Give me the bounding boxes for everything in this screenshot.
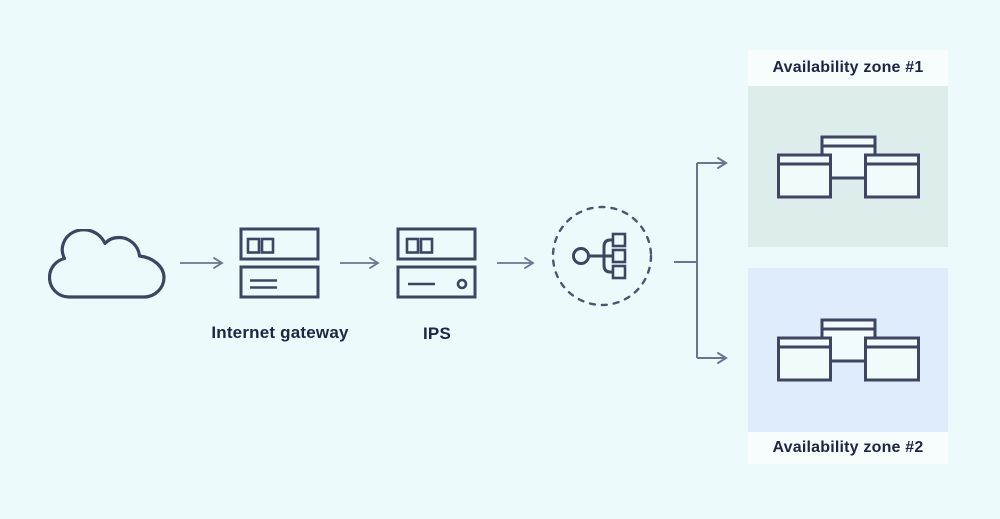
cloud-icon [48, 229, 166, 299]
availability-zone-2: Availability zone #2 [748, 268, 948, 464]
internet-gateway-label: Internet gateway [211, 323, 349, 342]
arrow-icon [497, 257, 535, 269]
load-balancer-icon [551, 205, 653, 307]
server-cluster-icon [777, 135, 920, 199]
server-cluster-icon [777, 318, 920, 382]
availability-zone-2-label: Availability zone #2 [748, 432, 948, 464]
branch-connector [674, 157, 728, 364]
ips-label: IPS [422, 324, 451, 343]
availability-zone-1: Availability zone #1 [748, 50, 948, 247]
arrow-icon [340, 257, 380, 269]
internet-gateway-icon [239, 227, 320, 299]
availability-zone-1-label: Availability zone #1 [748, 50, 948, 86]
arrow-icon [180, 257, 224, 269]
ips-icon [396, 227, 477, 299]
